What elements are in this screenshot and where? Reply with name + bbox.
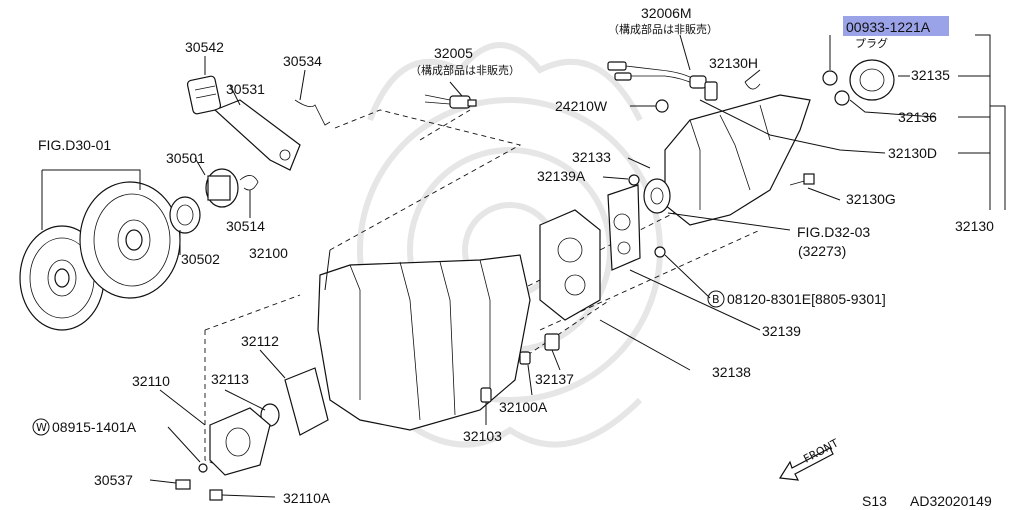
drain-plug-part [480, 387, 492, 403]
highlight-marker [843, 16, 949, 36]
label-fig-d30-01: FIG.D30-01 [38, 137, 111, 153]
bearing-sleeve-part [169, 196, 201, 234]
label-b-prefix: B [712, 293, 720, 306]
label-32100a: 32100A [499, 399, 548, 415]
label-32100: 32100 [249, 245, 288, 261]
label-32130g: 32130G [846, 191, 896, 207]
label-30502: 30502 [181, 251, 220, 267]
bushing-part [849, 59, 895, 101]
label-32137: 32137 [535, 371, 574, 387]
label-32006m-note: （構成部品は非販売） [608, 22, 718, 36]
filler-plug-part [544, 333, 560, 351]
harness-32006m-part [607, 61, 707, 89]
label-32130d: 32130D [888, 145, 937, 161]
label-00933-1221a: 00933-1221A [846, 19, 931, 35]
label-32139a: 32139A [537, 168, 586, 184]
label-32112: 32112 [241, 333, 279, 349]
label-32103: 32103 [463, 428, 502, 444]
dust-boot-part [186, 75, 222, 115]
front-gasket-part [284, 367, 329, 436]
label-24210w: 24210W [555, 98, 608, 114]
bolt-08120-part [654, 246, 666, 258]
bolt-b-label-group: B 08120-8301E[8805-9301] [707, 290, 886, 308]
front-label: FRONT [801, 436, 841, 465]
bolt-32110a-part [209, 489, 223, 501]
label-32005: 32005 [434, 45, 473, 61]
front-arrow-icon [778, 447, 834, 481]
clutch-cover-part [79, 181, 181, 299]
grommet-part [655, 99, 669, 113]
label-08120-8301e: 08120-8301E[8805-9301] [727, 291, 886, 307]
plug-32100a-part [519, 351, 531, 365]
label-30542: 30542 [185, 39, 224, 55]
sensor-32005-part [424, 94, 477, 109]
nut-part [834, 90, 850, 106]
label-32135: 32135 [911, 67, 950, 83]
label-32130: 32130 [955, 218, 994, 234]
plug-part [822, 70, 838, 86]
seal-32133-part [643, 178, 671, 214]
label-30534: 30534 [283, 53, 322, 69]
label-plug-japanese: プラグ [855, 36, 888, 50]
label-32110a: 32110A [283, 490, 331, 506]
label-30501: 30501 [166, 150, 205, 166]
label-32005-note: （構成部品は非販売） [410, 63, 520, 77]
sheet-code: S13 [862, 493, 887, 509]
gasket-part [607, 184, 641, 271]
label-w-prefix: W [36, 421, 47, 434]
adapter-plate-part [539, 209, 601, 321]
label-fig-d32-03-sub: (32273) [798, 243, 846, 259]
clip-part [239, 175, 259, 191]
label-32136: 32136 [898, 109, 937, 125]
label-32110: 32110 [132, 373, 170, 389]
label-30531: 30531 [226, 81, 265, 97]
retainer-spring-part [294, 99, 331, 126]
label-32130h: 32130H [709, 55, 758, 71]
leader-lines [41, 34, 1006, 498]
label-32138: 32138 [712, 364, 751, 380]
label-32006m: 32006M [641, 5, 692, 21]
label-30537: 30537 [94, 472, 133, 488]
drawing-number: AD32020149 [910, 493, 992, 509]
release-bearing-part [205, 168, 239, 208]
washer-part [198, 463, 208, 473]
label-08915-1401a: 08915-1401A [52, 419, 137, 435]
rear-extension-housing-part [664, 94, 811, 226]
transmission-case-part [317, 254, 531, 431]
switch-32130h-part [704, 81, 761, 101]
front-cover-part [209, 407, 271, 476]
bolt-32130g-part [789, 173, 815, 186]
release-lever-part [213, 99, 301, 171]
washer-w-label-group: W 08915-1401A [32, 418, 137, 436]
label-32113: 32113 [211, 371, 249, 387]
label-fig-d32-03: FIG.D32-03 [797, 224, 870, 240]
bolt-32139a-part [628, 174, 640, 186]
bolt-30537-part [175, 479, 191, 490]
front-direction-indicator: FRONT [778, 436, 841, 481]
label-30514: 30514 [226, 218, 265, 234]
label-32139: 32139 [762, 323, 801, 339]
label-32133: 32133 [572, 149, 611, 165]
